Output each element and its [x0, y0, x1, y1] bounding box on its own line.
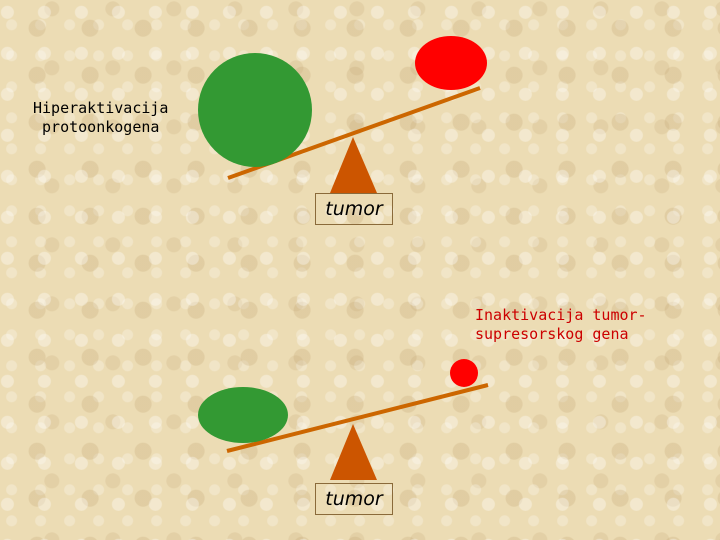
red-ball-bottom — [450, 359, 478, 387]
fulcrum-top — [330, 137, 377, 193]
tumor-label-bottom: tumor — [315, 483, 393, 515]
label-protooncogene-hyperactivation: Hiperaktivacija protoonkogena — [33, 99, 169, 136]
fulcrum-bottom — [330, 424, 377, 480]
label-tumor-suppressor-inactivation: Inaktivacija tumor- supresorskog gena — [475, 306, 647, 343]
tumor-label-top: tumor — [315, 193, 393, 225]
green-ball-bottom — [198, 387, 288, 443]
red-ball-top — [415, 36, 487, 90]
green-ball-top — [198, 53, 312, 167]
beam-bottom — [226, 383, 489, 453]
